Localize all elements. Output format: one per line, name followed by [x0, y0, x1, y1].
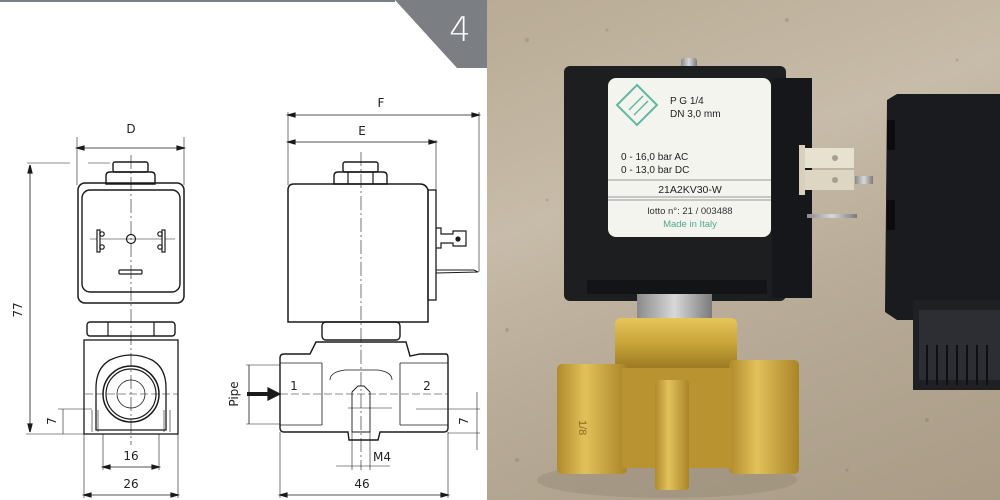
dim-label-7-front: 7 [45, 417, 59, 425]
label-lot-number: lotto n°: 21 / 003488 [647, 206, 732, 217]
label-origin: Made in Italy [663, 219, 717, 230]
label-pressure-dc: 0 - 13,0 bar DC [621, 165, 689, 176]
dim-label-m4: M4 [373, 450, 391, 464]
side-view [246, 112, 482, 498]
dim-label-77: 77 [11, 302, 25, 317]
page-number: 4 [449, 10, 471, 50]
dim-label-e: E [358, 124, 366, 138]
dim-label-7-side: 7 [457, 417, 471, 425]
product-photo: P G 1/4 DN 3,0 mm 0 - 16,0 bar AC 0 - 13… [487, 0, 1000, 500]
dim-label-26: 26 [123, 477, 138, 491]
front-view [26, 137, 187, 498]
label-orifice: DN 3,0 mm [670, 109, 721, 120]
label-pressure-ac: 0 - 16,0 bar AC [621, 152, 688, 163]
svg-text:1/8: 1/8 [576, 420, 588, 435]
solenoid-valve-photo: P G 1/4 DN 3,0 mm 0 - 16,0 bar AC 0 - 13… [505, 18, 1000, 498]
dim-label-16: 16 [123, 449, 138, 463]
dim-label-f: F [378, 96, 385, 110]
dim-label-d: D [126, 122, 135, 136]
port-1-label: 1 [290, 379, 298, 393]
label-thread-size: P G 1/4 [670, 96, 704, 107]
technical-drawing: D 77 7 16 26 F E Pipe 1 2 M4 46 7 [11, 96, 482, 498]
technical-drawing-panel: D 77 7 16 26 F E Pipe 1 2 M4 46 7 4 [0, 0, 487, 500]
dim-label-46: 46 [354, 477, 369, 491]
manufacturer-logo-icon [615, 83, 659, 127]
port-2-label: 2 [423, 379, 431, 393]
label-model-number: 21A2KV30-W [658, 184, 722, 196]
pipe-label: Pipe [227, 381, 241, 406]
